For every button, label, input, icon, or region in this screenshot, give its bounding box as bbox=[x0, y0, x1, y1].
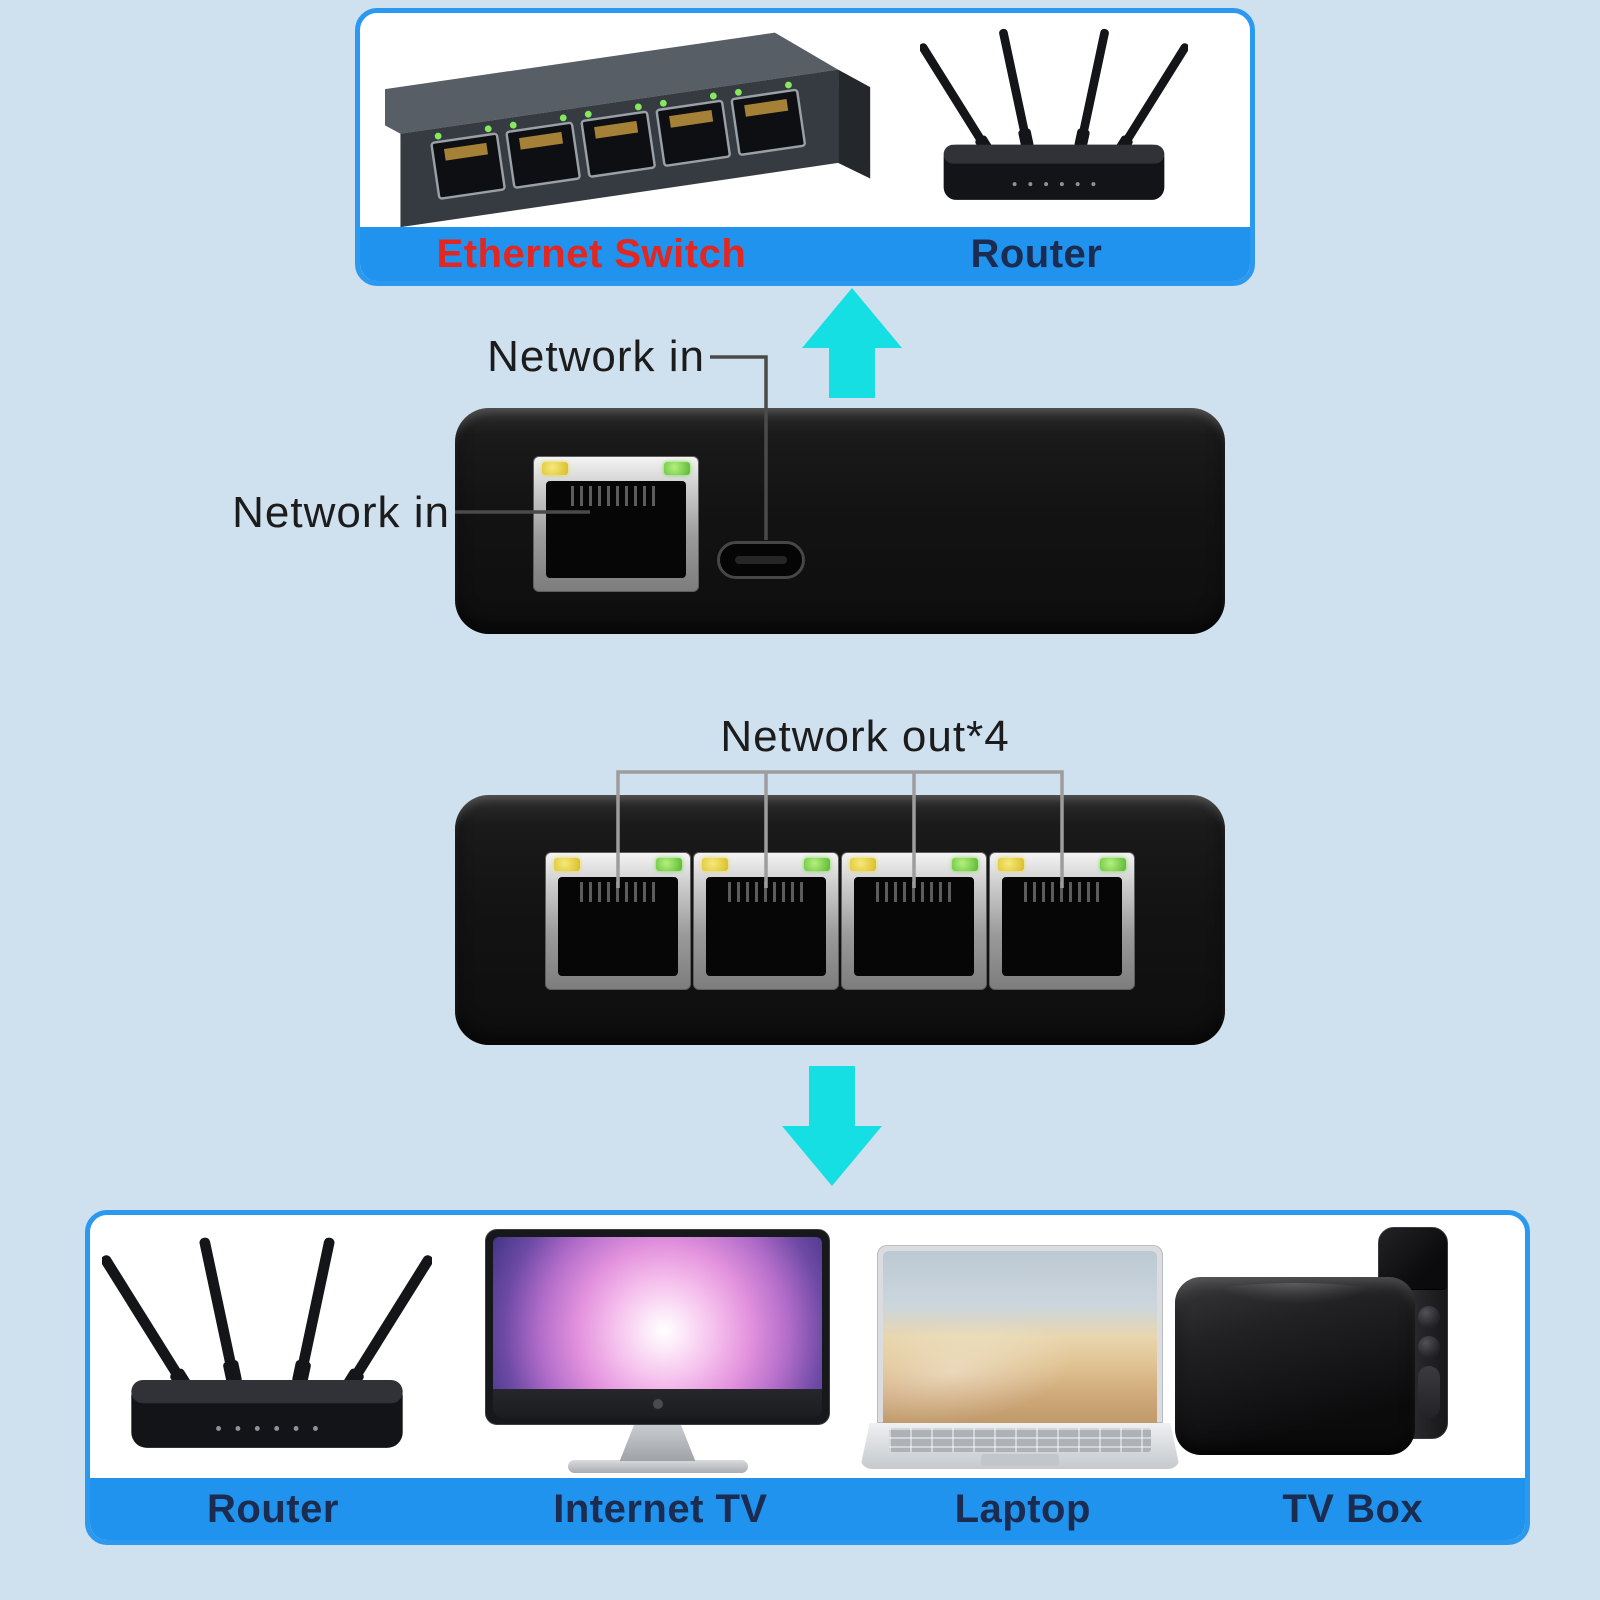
network-in-usb-label: Network in bbox=[487, 332, 705, 381]
down-arrow-icon bbox=[782, 1066, 882, 1186]
router-caption: Router bbox=[207, 1486, 339, 1531]
led-green-icon bbox=[1100, 858, 1126, 871]
rj45-pins bbox=[875, 882, 953, 902]
network-out-label: Network out*4 bbox=[720, 712, 1010, 761]
internet-tv-caption: Internet TV bbox=[553, 1486, 768, 1531]
router-image bbox=[920, 28, 1188, 200]
router-image bbox=[102, 1237, 432, 1448]
rj45-pins bbox=[727, 882, 805, 902]
router-status-leds bbox=[216, 1426, 318, 1431]
downstream-devices-card: Router Internet TV Laptop TV Box bbox=[85, 1210, 1530, 1545]
rj45-jack-opening bbox=[706, 877, 826, 976]
rj45-jack-opening bbox=[1002, 877, 1122, 976]
router-antennas bbox=[102, 1237, 432, 1394]
imac-stand-base bbox=[567, 1460, 748, 1473]
bottom-card-caption-bar: Router Internet TV Laptop TV Box bbox=[90, 1478, 1525, 1540]
ethernet-switch-image bbox=[385, 32, 871, 228]
led-yellow-icon bbox=[850, 858, 876, 871]
rj45-port-out-2 bbox=[693, 852, 839, 990]
rj45-port-out-4 bbox=[989, 852, 1135, 990]
rj45-port-out-3 bbox=[841, 852, 987, 990]
imac-stand-neck bbox=[619, 1425, 696, 1461]
led-green-icon bbox=[804, 858, 830, 871]
router-antennas bbox=[920, 28, 1188, 156]
laptop-screen bbox=[877, 1245, 1163, 1423]
router-caption: Router bbox=[970, 231, 1103, 276]
router-body-sheen bbox=[943, 144, 1165, 164]
network-in-rj45-label: Network in bbox=[232, 488, 450, 537]
laptop-caption: Laptop bbox=[954, 1486, 1091, 1531]
splitter-output-side bbox=[455, 795, 1225, 1045]
rj45-pins bbox=[579, 882, 657, 902]
rj45-jack-opening bbox=[546, 481, 686, 578]
imac-monitor bbox=[485, 1229, 830, 1425]
remote-volume-rocker bbox=[1418, 1366, 1440, 1418]
imac-screen-galaxy bbox=[493, 1237, 822, 1389]
led-green-icon bbox=[656, 858, 682, 871]
imac-chin bbox=[493, 1389, 822, 1418]
remote-button bbox=[1418, 1336, 1440, 1358]
rj45-jack-opening bbox=[558, 877, 678, 976]
led-yellow-icon bbox=[998, 858, 1024, 871]
switch-ports bbox=[430, 81, 806, 200]
up-arrow-icon bbox=[802, 288, 902, 398]
led-green-icon bbox=[664, 462, 690, 475]
laptop-base bbox=[860, 1423, 1180, 1469]
led-yellow-icon bbox=[554, 858, 580, 871]
led-yellow-icon bbox=[542, 462, 568, 475]
rj45-pins bbox=[1023, 882, 1101, 902]
splitter-input-side bbox=[455, 408, 1225, 634]
rj45-port-out-1 bbox=[545, 852, 691, 990]
tv-box-caption: TV Box bbox=[1282, 1486, 1424, 1531]
top-card-caption-bar: Ethernet Switch Router bbox=[360, 227, 1250, 281]
rj45-pins bbox=[571, 486, 661, 506]
switch-side-face bbox=[838, 69, 871, 179]
remote-button bbox=[1418, 1306, 1440, 1328]
laptop-keyboard bbox=[888, 1428, 1152, 1452]
ethernet-switch-caption: Ethernet Switch bbox=[436, 231, 747, 276]
upstream-devices-card: Ethernet Switch Router bbox=[355, 8, 1255, 286]
led-yellow-icon bbox=[702, 858, 728, 871]
laptop-image bbox=[860, 1245, 1180, 1469]
laptop-wallpaper bbox=[883, 1251, 1157, 1423]
rj45-port-in bbox=[533, 456, 699, 592]
internet-tv-image bbox=[485, 1229, 830, 1473]
router-status-leds bbox=[1012, 182, 1096, 187]
router-body-sheen bbox=[131, 1380, 403, 1404]
usb-c-port bbox=[717, 541, 805, 579]
switch-top-face bbox=[385, 32, 839, 134]
imac-logo-dot bbox=[652, 1398, 663, 1409]
tv-box-image bbox=[1175, 1277, 1415, 1455]
rj45-jack-opening bbox=[854, 877, 974, 976]
laptop-trackpad bbox=[981, 1454, 1059, 1466]
led-green-icon bbox=[952, 858, 978, 871]
